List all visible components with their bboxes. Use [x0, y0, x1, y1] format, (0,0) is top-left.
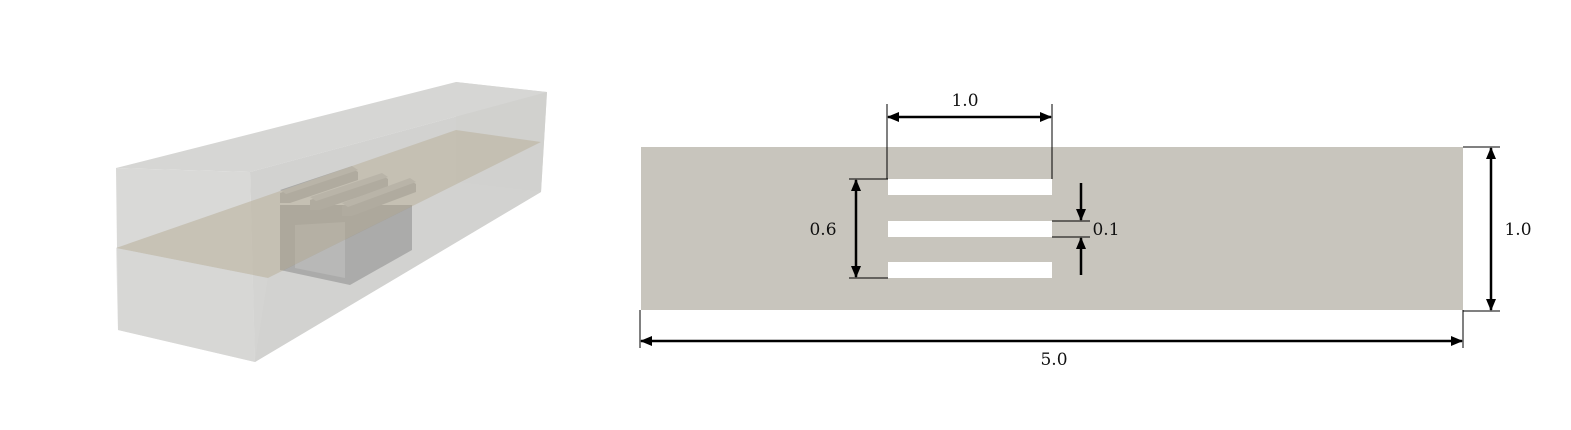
- box-top-face: [116, 82, 547, 172]
- dimension-slot-span: 0.6: [809, 178, 888, 279]
- slot-1: [888, 179, 1052, 195]
- dimension-domain-length: 5.0: [639, 310, 1464, 370]
- box-lower-front-overlay: [255, 142, 541, 362]
- domain-height-label: 1.0: [1504, 220, 1531, 240]
- mid-plane: [116, 130, 541, 278]
- slot-length-label: 1.0: [951, 91, 978, 111]
- top-view-dimensioned: 1.0 0.6 0.1 1.0 5.0: [639, 91, 1532, 370]
- slot-span-label: 0.6: [809, 220, 836, 240]
- box-lower-overlay: [116, 248, 268, 362]
- dimension-domain-height: 1.0: [1463, 146, 1532, 312]
- domain-length-label: 5.0: [1040, 350, 1067, 370]
- dimension-slot-length: 1.0: [886, 91, 1053, 179]
- dimension-slot-gap: 0.1: [1052, 183, 1120, 275]
- isometric-3d-view: [116, 82, 547, 362]
- slot-2: [888, 221, 1052, 237]
- slot-gap-label: 0.1: [1092, 220, 1119, 240]
- slot-3: [888, 262, 1052, 278]
